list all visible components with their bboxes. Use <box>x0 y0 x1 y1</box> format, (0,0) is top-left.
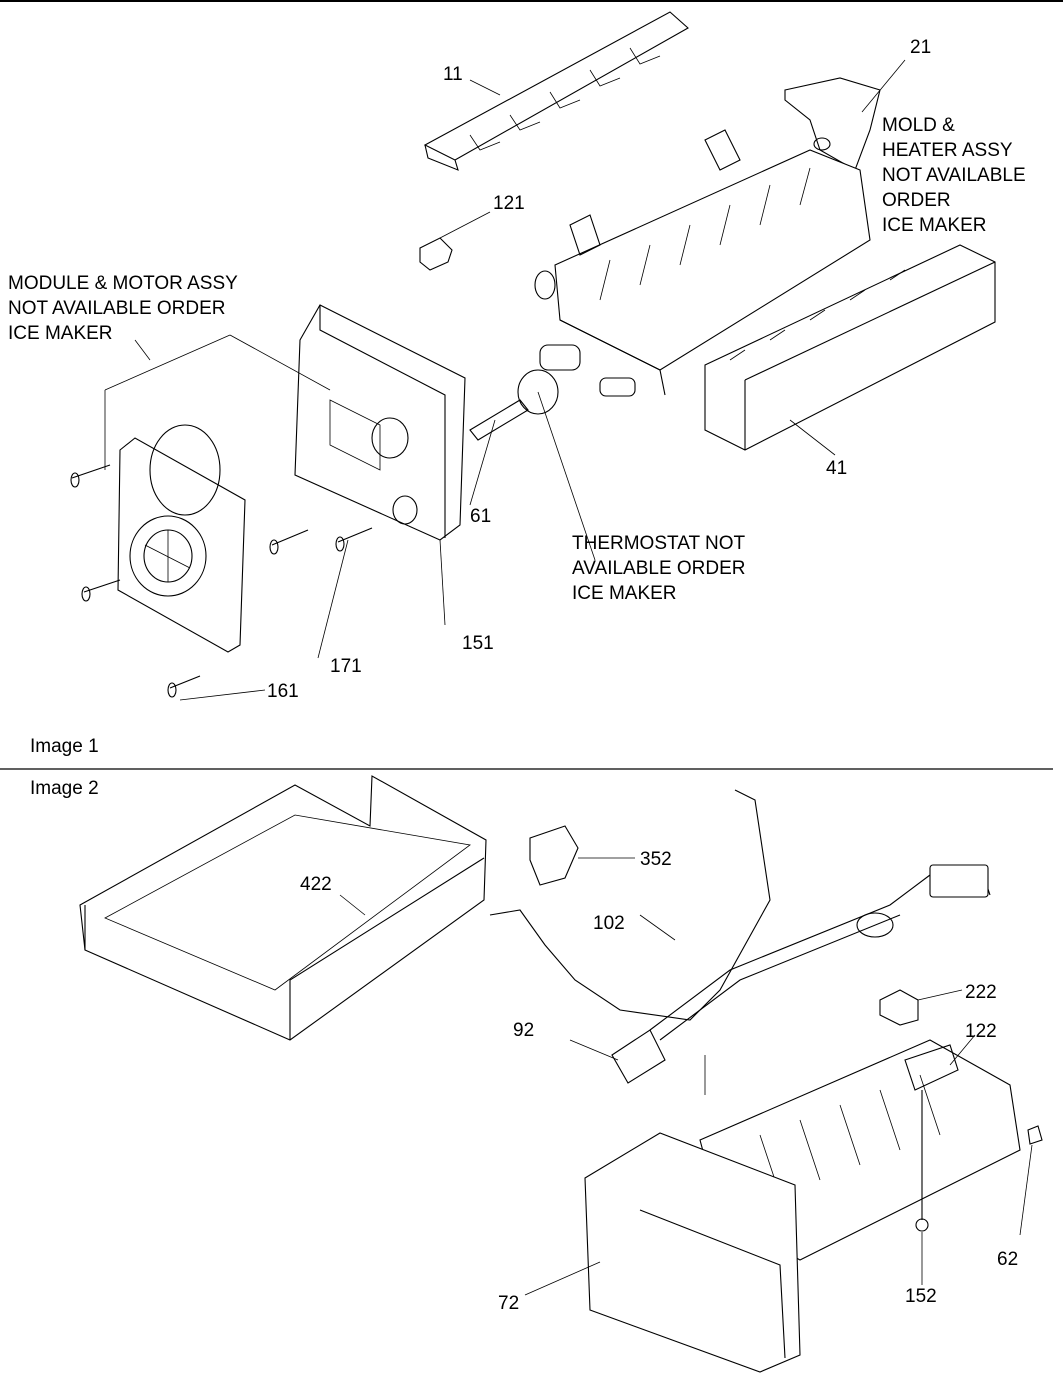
module-note-line-1: MODULE & MOTOR ASSY <box>8 273 238 294</box>
image-1-title: Image 1 <box>30 736 99 757</box>
thermostat-note-line-1: THERMOSTAT NOT <box>572 533 746 554</box>
image-1-shield-41 <box>704 244 996 456</box>
callout-61: 61 <box>470 506 491 527</box>
callout-171: 171 <box>330 656 362 677</box>
callout-161: 161 <box>267 681 299 702</box>
mold-note-line-2: HEATER ASSY <box>882 140 1013 161</box>
callout-422: 422 <box>300 874 332 895</box>
module-note-line-3: ICE MAKER <box>8 323 113 344</box>
callout-41: 41 <box>826 458 847 479</box>
mold-note-line-5: ICE MAKER <box>882 215 987 236</box>
callout-92: 92 <box>513 1020 534 1041</box>
mold-note-line-3: NOT AVAILABLE <box>882 165 1026 186</box>
mold-note-line-4: ORDER <box>882 190 951 211</box>
image-2-wire-102 <box>489 789 771 1021</box>
image-2-title: Image 2 <box>30 778 99 799</box>
image-2-clip-352 <box>529 825 635 886</box>
callout-72: 72 <box>498 1293 519 1314</box>
mold-note-line-1: MOLD & <box>882 115 955 136</box>
callout-11: 11 <box>443 64 463 85</box>
callout-152: 152 <box>905 1286 937 1307</box>
image-2-bracket-222 <box>879 989 963 1026</box>
callout-122: 122 <box>965 1021 997 1042</box>
image-1-mold <box>554 129 871 396</box>
callout-151: 151 <box>462 633 494 654</box>
callout-102: 102 <box>593 913 625 934</box>
module-note-line-2: NOT AVAILABLE ORDER <box>8 298 226 319</box>
image-1-screws <box>70 464 373 701</box>
image-1-thermostat-parts <box>469 270 636 561</box>
thermostat-note-line-3: ICE MAKER <box>572 583 677 604</box>
callout-21: 21 <box>910 37 931 58</box>
thermostat-note-line-2: AVAILABLE ORDER <box>572 558 746 579</box>
image-1-ejector <box>423 11 689 171</box>
image-1-clip-121 <box>419 211 491 271</box>
image-1-housing-151 <box>294 304 466 626</box>
callout-352: 352 <box>640 849 672 870</box>
callout-222: 222 <box>965 982 997 1003</box>
callout-62: 62 <box>997 1249 1018 1270</box>
image-1-module-motor <box>104 334 331 653</box>
image-2-harness <box>569 864 991 1084</box>
image-2-ice-bucket-422 <box>79 775 487 1041</box>
callout-121: 121 <box>493 193 525 214</box>
image-2-cover-72 <box>524 1132 801 1373</box>
